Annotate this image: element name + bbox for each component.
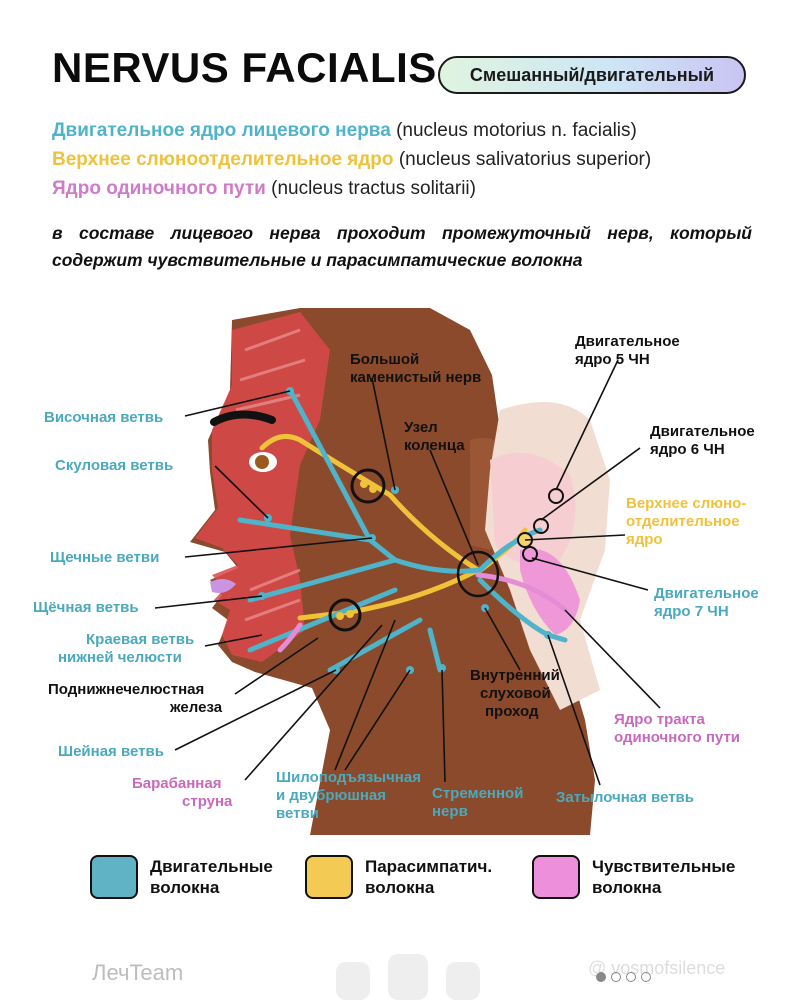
label-stapedius-1: Стременной — [432, 785, 523, 802]
label-salivatory-3: ядро — [626, 531, 663, 548]
carousel-dot[interactable] — [626, 972, 636, 982]
label-temporal-branch: Височная ветвь — [44, 409, 163, 426]
label-iam-1: Внутренний — [470, 667, 560, 684]
label-buccal-branch: Щёчная ветвь — [33, 599, 139, 616]
label-geniculate-1: Узел — [404, 419, 438, 436]
label-stylo-1: Шилоподъязычная — [276, 769, 421, 786]
label-stylo-3: ветви — [276, 805, 319, 822]
nucleus-motor-name: Двигательное ядро лицевого нерва — [52, 120, 391, 141]
label-buccal-branches: Щечные ветви — [50, 549, 159, 566]
label-iam-2: слуховой — [480, 685, 551, 702]
legend-parasympathetic: Парасимпатич. волокна — [305, 855, 515, 899]
label-solitary-1: Ядро тракта — [614, 711, 706, 728]
label-mandibular-2: нижней челюсти — [58, 649, 182, 666]
legend-motor: Двигательные волокна — [90, 855, 300, 899]
legend-sensory: Чувствительные волокна — [532, 855, 742, 899]
nucleus-salivatory-latin: (nucleus salivatorius superior) — [399, 149, 651, 170]
legend-parasympathetic-label: Парасимпатич. волокна — [365, 856, 515, 898]
nerve-type-badge: Смешанный/двигательный — [438, 56, 746, 94]
label-cn7-1: Двигательное — [654, 585, 759, 602]
label-salivatory-2: отделительное — [626, 513, 740, 530]
label-petrosal-1: Большой — [350, 351, 419, 368]
label-iam-3: проход — [485, 703, 539, 720]
label-salivatory-1: Верхнее слюно- — [626, 495, 746, 512]
label-chorda-1: Барабанная — [132, 775, 221, 792]
label-occipital-branch: Затылочная ветвь — [556, 789, 694, 806]
label-petrosal-2: каменистый нерв — [350, 369, 481, 386]
label-solitary-2: одиночного пути — [614, 729, 740, 746]
carousel-dot[interactable] — [596, 972, 606, 982]
label-zygomatic-branch: Скуловая ветвь — [55, 457, 173, 474]
label-cn6-1: Двигательное — [650, 423, 755, 440]
nucleus-motor: Двигательное ядро лицевого нерва (nucleu… — [52, 120, 637, 142]
carousel-dot[interactable] — [641, 972, 651, 982]
facial-nerve-diagram: Височная ветвь Скуловая ветвь Щечные вет… — [0, 290, 800, 840]
nucleus-solitary-name: Ядро одиночного пути — [52, 178, 266, 199]
nucleus-salivatory-name: Верхнее слюноотделительное ядро — [52, 149, 394, 170]
label-stylo-2: и двубрюшная — [276, 787, 386, 804]
legend-motor-swatch — [90, 855, 138, 899]
page-title: NERVUS FACIALIS — [52, 44, 437, 92]
brand-logo-text: ЛечTeam — [92, 960, 183, 986]
label-cervical-branch: Шейная ветвь — [58, 743, 164, 760]
label-cn7-2: ядро 7 ЧН — [654, 603, 729, 620]
nucleus-solitary: Ядро одиночного пути (nucleus tractus so… — [52, 178, 476, 200]
nucleus-solitary-latin: (nucleus tractus solitarii) — [271, 178, 476, 199]
intermediate-nerve-note: в составе лицевого нерва проходит промеж… — [52, 220, 752, 274]
label-chorda-2: струна — [182, 793, 233, 810]
label-cn5-2: ядро 5 ЧН — [575, 351, 650, 368]
nucleus-salivatory: Верхнее слюноотделительное ядро (nucleus… — [52, 149, 651, 171]
label-cn5-1: Двигательное — [575, 333, 680, 350]
legend-parasympathetic-swatch — [305, 855, 353, 899]
label-stapedius-2: нерв — [432, 803, 468, 820]
brand-logo-mark — [318, 948, 498, 1000]
label-submandibular-1: Поднижнечелюстная — [48, 681, 204, 698]
label-mandibular-1: Краевая ветвь — [86, 631, 194, 648]
nucleus-motor-latin: (nucleus motorius n. facialis) — [396, 120, 637, 141]
carousel-indicator — [596, 972, 651, 982]
label-cn6-2: ядро 6 ЧН — [650, 441, 725, 458]
label-geniculate-2: коленца — [404, 437, 465, 454]
legend-motor-label: Двигательные волокна — [150, 856, 300, 898]
legend-sensory-swatch — [532, 855, 580, 899]
label-submandibular-2: железа — [169, 699, 223, 716]
carousel-dot[interactable] — [611, 972, 621, 982]
legend-sensory-label: Чувствительные волокна — [592, 856, 742, 898]
